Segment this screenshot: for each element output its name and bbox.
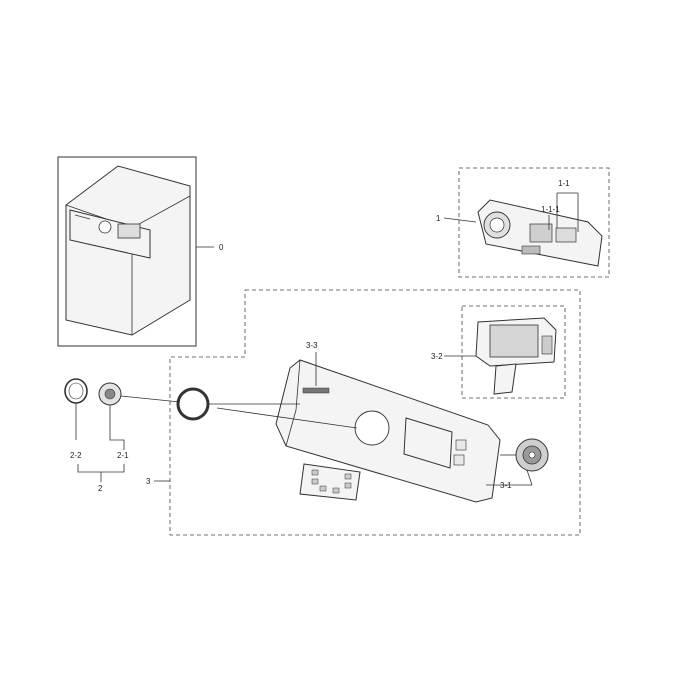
label-part-3-2: 3-2 bbox=[431, 352, 443, 361]
label-part-1: 1 bbox=[436, 214, 441, 223]
display-screen bbox=[489, 324, 539, 358]
washer-display bbox=[117, 223, 141, 239]
label-part-1-1-1: 1-1-1 bbox=[541, 205, 560, 214]
washer-illustration bbox=[65, 165, 191, 336]
pcb-frame bbox=[458, 167, 610, 278]
display-assembly-group: 3-2 bbox=[431, 305, 566, 399]
panel-display-window bbox=[403, 417, 453, 469]
washer-knob bbox=[98, 220, 112, 234]
panel-region-frame bbox=[169, 289, 581, 536]
display-frame bbox=[461, 305, 566, 399]
knob-cap bbox=[64, 378, 88, 404]
label-part-3-3: 3-3 bbox=[306, 341, 318, 350]
display-illustration bbox=[475, 317, 557, 395]
knob-left-group: 2-2 2-1 2 bbox=[64, 378, 181, 493]
pcb-illustration bbox=[477, 199, 603, 267]
panel-ring bbox=[176, 387, 210, 421]
label-part-3: 3 bbox=[146, 477, 151, 486]
panel-dial-opening bbox=[354, 410, 390, 446]
panel-brand-badge bbox=[302, 387, 330, 394]
control-panel-group: 3-3 bbox=[275, 341, 501, 503]
label-part-2-1: 2-1 bbox=[117, 451, 129, 460]
washer-assembly-group: 0 bbox=[57, 156, 224, 347]
label-part-3-1: 3-1 bbox=[500, 481, 512, 490]
panel-keypad bbox=[299, 463, 361, 501]
knob-right-group: 3-1 bbox=[486, 438, 549, 490]
label-part-0: 0 bbox=[219, 243, 224, 252]
label-part-2: 2 bbox=[98, 484, 103, 493]
label-part-1-1: 1-1 bbox=[558, 179, 570, 188]
label-part-2-2: 2-2 bbox=[70, 451, 82, 460]
washer-frame bbox=[57, 156, 197, 347]
pcb-assembly-group: 1 1-1 1-1-1 bbox=[436, 167, 610, 278]
